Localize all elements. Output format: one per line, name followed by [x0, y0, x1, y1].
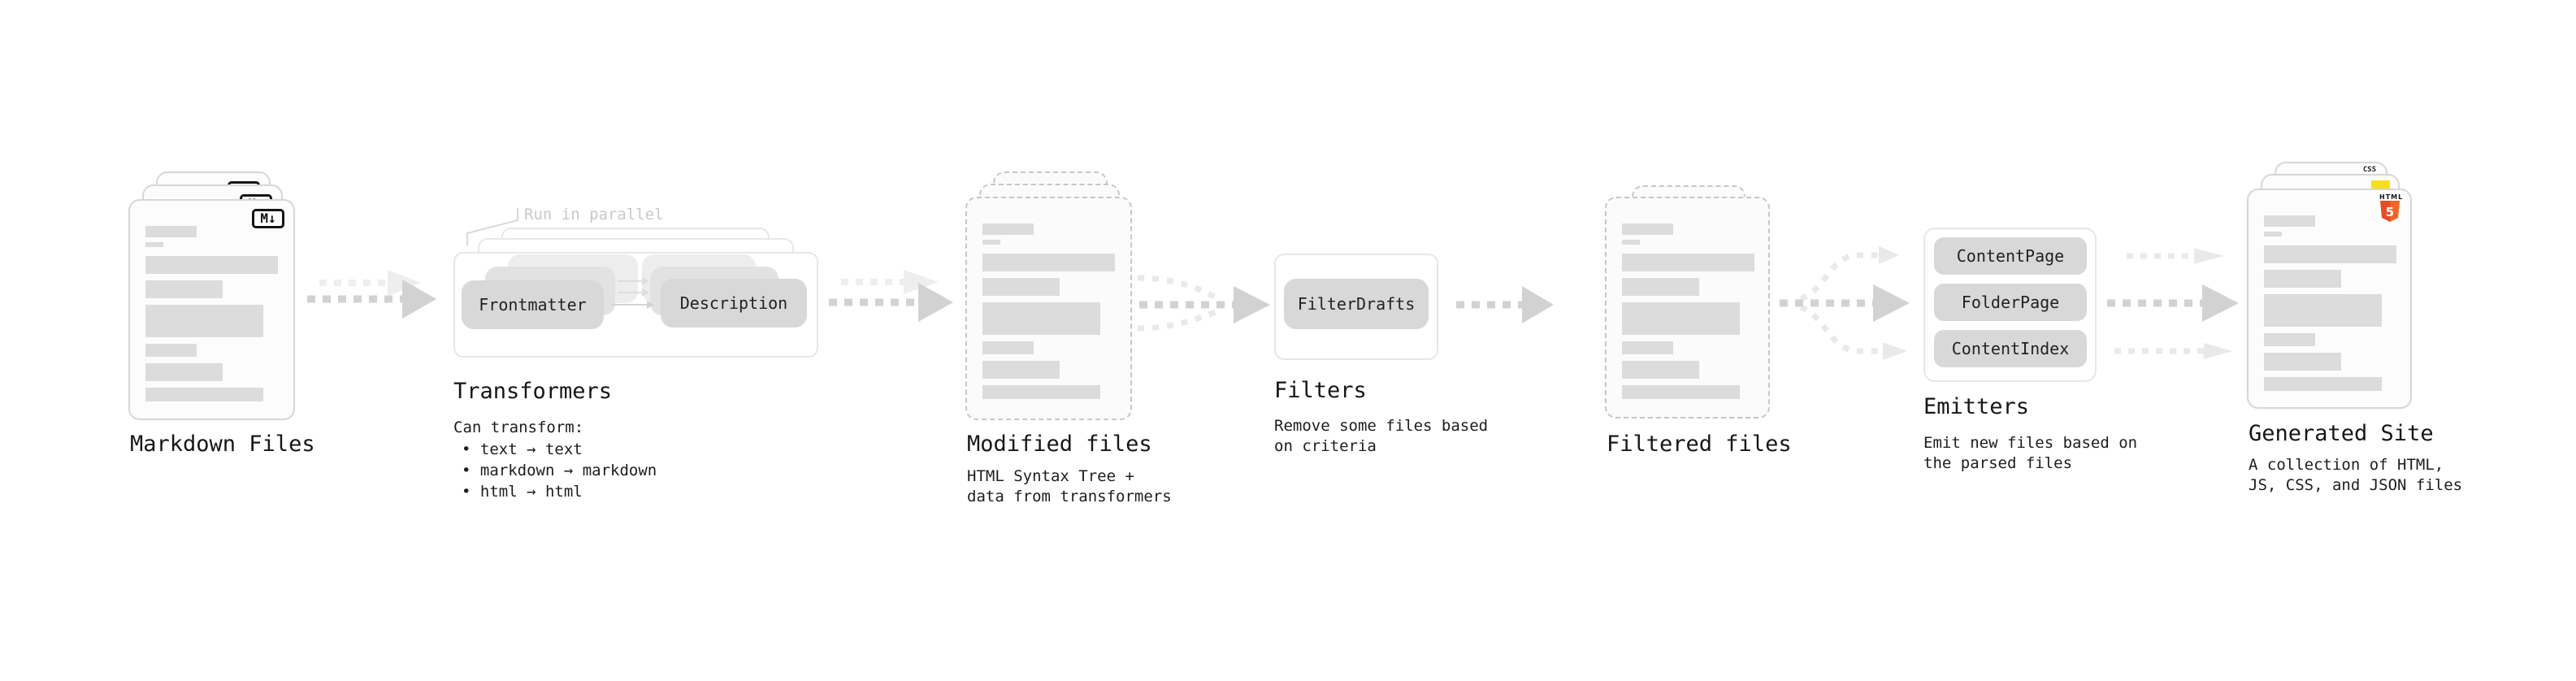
stage-label-transformers: Transformers — [453, 379, 613, 404]
arrow-transformers-to-modified-icon — [829, 270, 953, 322]
bullet-item: • markdown → markdown — [462, 462, 657, 479]
stage-label-markdown-files: Markdown Files — [130, 432, 315, 457]
stage-label-filters: Filters — [1274, 378, 1367, 403]
emitter-box-folderpage: FolderPage — [1934, 284, 2087, 321]
doc-card-front: HTML 5 — [2247, 189, 2412, 409]
arrow-emitters-to-generated-icon — [2107, 248, 2239, 359]
doc-card-front — [1605, 197, 1770, 419]
arrow-filters-to-filtered-icon — [1456, 286, 1554, 323]
stage-label-modified-files: Modified files — [967, 432, 1152, 457]
transformers-caption: Can transform: — [453, 419, 584, 436]
modified-caption: HTML Syntax Tree + data from transformer… — [967, 467, 1172, 505]
arrow-filtered-to-emitters-icon — [1780, 246, 1910, 360]
css-badge-label: CSS — [2362, 166, 2377, 174]
html5-label: HTML — [2379, 193, 2404, 201]
arrow-modified-to-filters-icon — [1137, 275, 1270, 332]
note-leader-line — [466, 208, 518, 245]
stage-label-filtered-files: Filtered files — [1607, 432, 1792, 457]
html5-icon: HTML 5 — [2379, 193, 2404, 225]
filter-box-filterdrafts: FilterDrafts — [1284, 279, 1429, 329]
doc-card-front — [965, 197, 1132, 420]
html5-number: 5 — [2386, 205, 2394, 219]
filters-caption: Remove some files based on criteria — [1274, 417, 1489, 455]
run-in-parallel-note: Run in parallel — [524, 206, 664, 223]
transformer-box-description: Description — [661, 279, 807, 327]
bullet-item: • html → html — [462, 483, 583, 501]
emitters-caption: Emit new files based on the parsed files — [1923, 434, 2138, 472]
emitter-box-contentindex: ContentIndex — [1934, 330, 2087, 367]
generated-caption: A collection of HTML, JS, CSS, and JSON … — [2249, 456, 2463, 494]
transformers-bullet-list: • text → text • markdown → markdown • ht… — [453, 439, 657, 502]
doc-card-front: M↓ — [128, 199, 295, 420]
emitter-box-contentpage: ContentPage — [1934, 237, 2087, 275]
arrow-frontmatter-to-description-icon — [611, 277, 654, 309]
stage-label-generated-site: Generated Site — [2249, 421, 2434, 446]
markdown-icon: M↓ — [252, 209, 284, 228]
transformer-box-frontmatter: Frontmatter — [462, 280, 604, 329]
stage-label-emitters: Emitters — [1923, 394, 2030, 419]
bullet-item: • text → text — [462, 440, 583, 458]
arrow-markdown-to-transformers-icon — [307, 270, 436, 319]
